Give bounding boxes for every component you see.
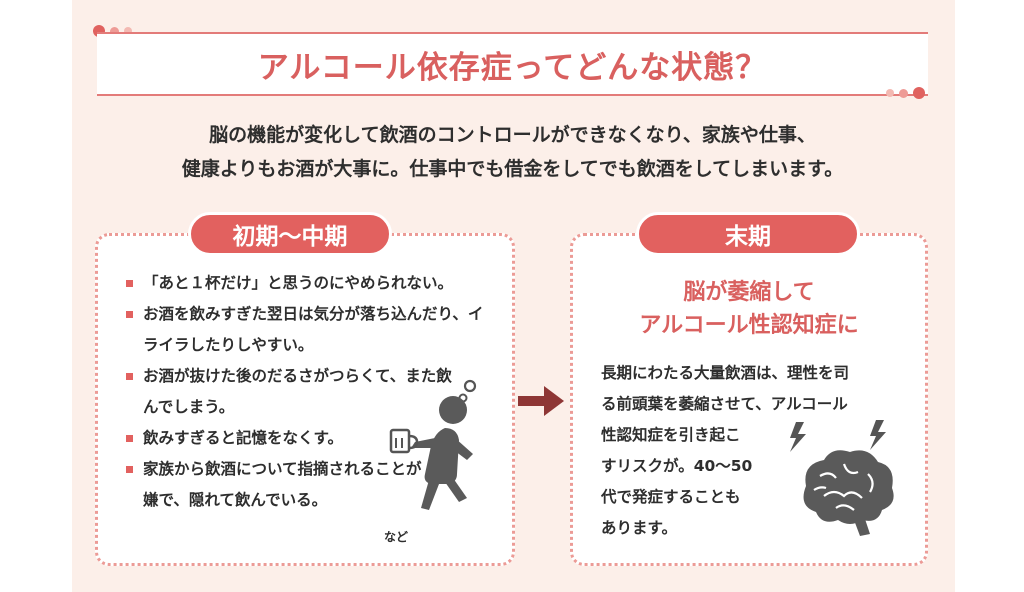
early-stage-label: 初期〜中期 xyxy=(188,212,392,256)
lightning-icon xyxy=(870,420,886,450)
intro-line-2: 健康よりもお酒が大事に。仕事中でも借金をしてでも飲酒をしてしまいます。 xyxy=(181,158,844,180)
list-item: お酒が抜けた後のだるさがつらくて、また飲んでしまう。 xyxy=(126,361,453,423)
decor-dots-bottom-right xyxy=(886,87,925,99)
late-heading-line-2: アルコール性認知症に xyxy=(639,313,859,338)
late-stage-body: 長期にわたる大量飲酒は、理性を司 る前頭葉を萎縮させて、アルコール 性認知症を引… xyxy=(601,364,850,537)
late-heading-line-1: 脳が萎縮して xyxy=(683,280,815,305)
intro-text: 脳の機能が変化して飲酒のコントロールができなくなり、家族や仕事、 健康よりもお酒… xyxy=(100,118,925,186)
arrow-right-icon xyxy=(518,386,564,416)
title-banner: アルコール依存症ってどんな状態？ xyxy=(97,32,928,96)
list-item: お酒を飲みすぎた翌日は気分が落ち込んだり、イライラしたりしやすい。 xyxy=(126,299,498,361)
list-item: 「あと１杯だけ」と思うのにやめられない。 xyxy=(126,268,506,299)
list-item: 飲みすぎると記憶をなくす。 xyxy=(126,423,506,454)
intro-line-1: 脳の機能が変化して飲酒のコントロールができなくなり、家族や仕事、 xyxy=(209,124,816,146)
late-stage-heading: 脳が萎縮して アルコール性認知症に xyxy=(590,276,908,342)
page-title: アルコール依存症ってどんな状態？ xyxy=(257,49,768,86)
lightning-icon xyxy=(790,422,806,452)
etc-note: など xyxy=(384,530,409,544)
brain-icon xyxy=(790,420,894,536)
list-item: 家族から飲酒について指摘されることが嫌で、隠れて飲んでいる。 xyxy=(126,454,428,516)
late-stage-label: 末期 xyxy=(636,212,860,256)
drunk-person-icon xyxy=(389,379,477,510)
early-symptom-list: 「あと１杯だけ」と思うのにやめられない。 お酒を飲みすぎた翌日は気分が落ち込んだ… xyxy=(126,268,506,516)
